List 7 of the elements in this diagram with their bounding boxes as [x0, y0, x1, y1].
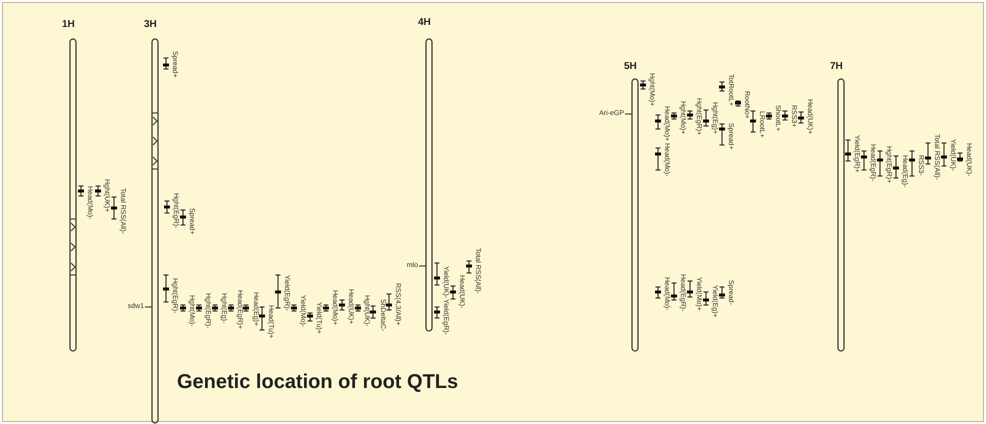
chromosome-label: 1H: [62, 19, 75, 30]
chromosome-label: 4H: [418, 17, 431, 28]
chromosome-label: 3H: [144, 19, 157, 30]
leader-line: [144, 306, 152, 308]
diagram-title: Genetic location of root QTLs: [177, 371, 458, 394]
chromosome-label: 7H: [830, 61, 843, 72]
chromosome-label: 5H: [624, 61, 637, 72]
